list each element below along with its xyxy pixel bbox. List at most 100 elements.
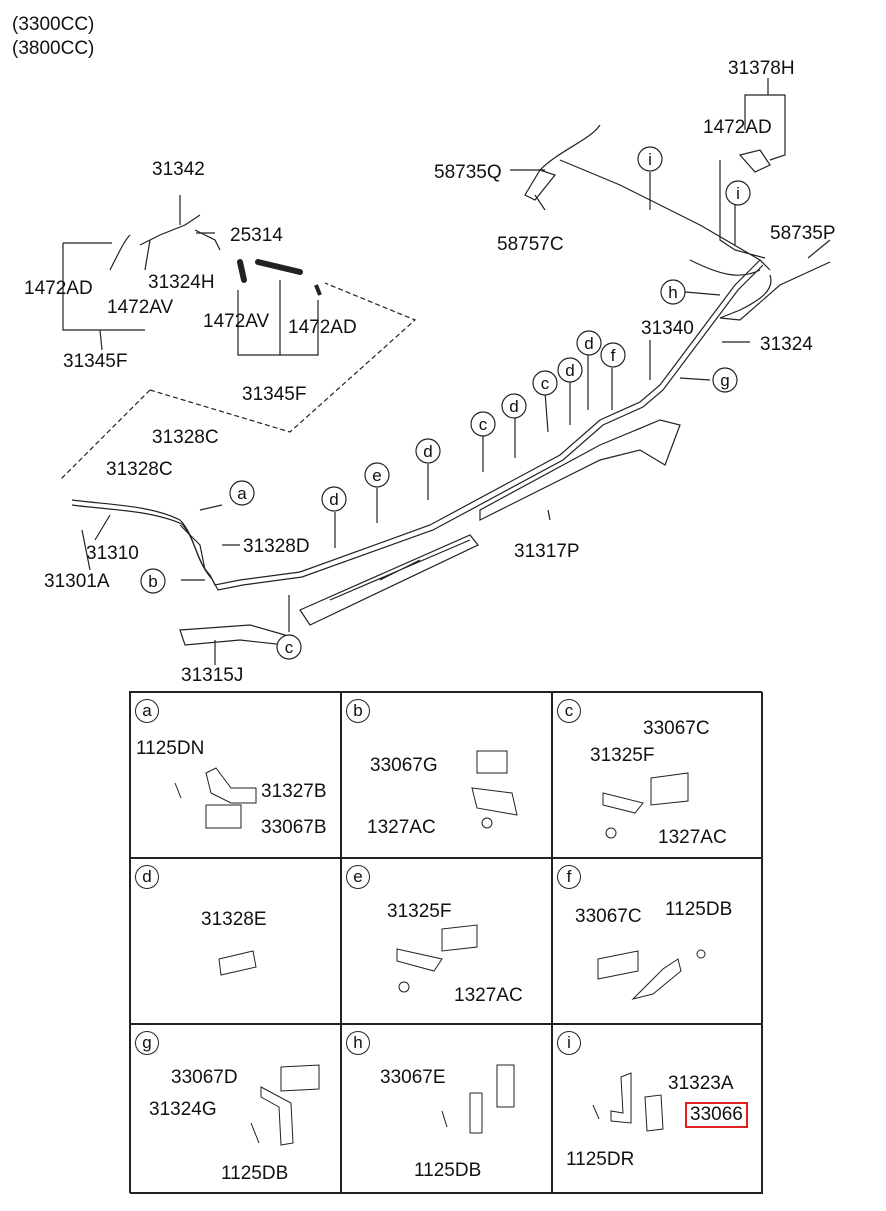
bracket-31315J bbox=[179, 624, 286, 646]
part-33067B: 33067B bbox=[261, 817, 327, 838]
part-33067C-c: 33067C bbox=[643, 718, 710, 739]
engine-label-3300: (3300CC) bbox=[12, 14, 95, 35]
callout-leaders bbox=[181, 172, 736, 632]
part-31328E: 31328E bbox=[201, 909, 267, 930]
part-31301A: 31301A bbox=[44, 571, 110, 592]
cell-art-a bbox=[174, 767, 257, 829]
callout-d-3: d bbox=[509, 397, 518, 416]
part-1472AD-mid: 1472AD bbox=[288, 317, 357, 338]
part-31317P: 31317P bbox=[514, 541, 580, 562]
cell-tag-e: e bbox=[346, 865, 370, 889]
cell-art-g bbox=[250, 1064, 320, 1146]
detail-cell-a: a 1125DN 31327B 33067B bbox=[130, 692, 341, 858]
part-1327AC-e: 1327AC bbox=[454, 985, 523, 1006]
leader-31378H bbox=[744, 78, 786, 161]
part-58735Q: 58735Q bbox=[434, 162, 502, 183]
part-31328D: 31328D bbox=[243, 536, 310, 557]
callout-e: e bbox=[372, 466, 381, 485]
cell-tag-d: d bbox=[135, 865, 159, 889]
part-1125DB-g: 1125DB bbox=[221, 1163, 289, 1184]
part-1472AV-mid: 1472AV bbox=[203, 311, 270, 332]
callout-b: b bbox=[148, 572, 157, 591]
hose-31345F-mid bbox=[237, 259, 303, 283]
callout-d-2: d bbox=[565, 361, 574, 380]
part-1125DN: 1125DN bbox=[136, 738, 205, 759]
cell-art-e bbox=[396, 924, 478, 993]
part-33066-highlighted[interactable]: 33066 bbox=[685, 1102, 748, 1128]
fuel-line-main-2 bbox=[71, 264, 764, 591]
bracket-31317P-front bbox=[299, 534, 479, 626]
part-58757C: 58757C bbox=[497, 234, 564, 255]
detail-cell-h: h 33067E 1125DB bbox=[341, 1024, 552, 1194]
cell-art-f bbox=[597, 949, 706, 1000]
part-31328C-b: 31328C bbox=[106, 459, 173, 480]
cell-tag-f: f bbox=[557, 865, 581, 889]
detail-cell-b: b 33067G 1327AC bbox=[341, 692, 552, 858]
leader-lines bbox=[62, 169, 831, 665]
part-1472AV-left: 1472AV bbox=[107, 297, 174, 318]
part-31328C-a: 31328C bbox=[152, 427, 219, 448]
detail-cell-d: d 31328E bbox=[130, 858, 341, 1024]
hose-31345F-left bbox=[109, 214, 221, 271]
cell-art-i bbox=[592, 1072, 664, 1132]
part-1125DR: 1125DR bbox=[566, 1149, 635, 1170]
detail-cell-c: c 33067C 31325F 1327AC bbox=[552, 692, 763, 858]
part-25314: 25314 bbox=[230, 225, 283, 246]
part-1125DB-f: 1125DB bbox=[665, 899, 733, 920]
cell-tag-a: a bbox=[135, 699, 159, 723]
cell-tag-g: g bbox=[135, 1031, 159, 1055]
part-33067G: 33067G bbox=[370, 755, 438, 776]
part-31324H: 31324H bbox=[148, 272, 215, 293]
callout-g: g bbox=[720, 371, 729, 390]
cell-art-d bbox=[218, 950, 257, 976]
callout-i-1: i bbox=[648, 150, 652, 169]
part-33067D: 33067D bbox=[171, 1067, 238, 1088]
part-31345F-left: 31345F bbox=[63, 351, 127, 372]
bracket-31317P-rear bbox=[479, 419, 681, 521]
callout-c-2: c bbox=[479, 415, 488, 434]
part-31310: 31310 bbox=[86, 543, 139, 564]
part-1327AC-b: 1327AC bbox=[367, 817, 436, 838]
part-31325F-e: 31325F bbox=[387, 901, 452, 922]
callout-d-4: d bbox=[423, 442, 432, 461]
clamp-1472AD-mid bbox=[314, 284, 322, 296]
callout-f: f bbox=[611, 346, 616, 365]
part-58735P: 58735P bbox=[770, 223, 836, 244]
cell-tag-b: b bbox=[346, 699, 370, 723]
cell-art-b bbox=[471, 750, 518, 829]
part-1472AD-top: 1472AD bbox=[703, 117, 772, 138]
cell-tag-h: h bbox=[346, 1031, 370, 1055]
part-1472AD-left: 1472AD bbox=[24, 278, 93, 299]
dashed-boundary bbox=[59, 282, 417, 481]
part-31324G: 31324G bbox=[149, 1099, 217, 1120]
bracket-58757C bbox=[524, 169, 557, 201]
part-1327AC-c: 1327AC bbox=[658, 827, 727, 848]
part-31325F-c: 31325F bbox=[590, 745, 655, 766]
part-1125DB-h: 1125DB bbox=[414, 1160, 482, 1181]
callout-c-3: c bbox=[285, 638, 294, 657]
part-31342: 31342 bbox=[152, 159, 205, 180]
fuel-line-connector bbox=[179, 524, 206, 571]
fuel-line-rear bbox=[539, 124, 831, 321]
cell-art-c bbox=[602, 772, 689, 839]
cell-tag-i: i bbox=[557, 1031, 581, 1055]
callout-d-5: d bbox=[329, 490, 338, 509]
part-31324: 31324 bbox=[760, 334, 813, 355]
part-33067C-f: 33067C bbox=[575, 906, 642, 927]
fuel-line-diagram: i i h g f d d c d c d e d a b c 31378H 1… bbox=[24, 58, 836, 686]
part-33067E: 33067E bbox=[380, 1067, 446, 1088]
part-31340: 31340 bbox=[641, 318, 694, 339]
detail-cell-e: e 31325F 1327AC bbox=[341, 858, 552, 1024]
part-31323A: 31323A bbox=[668, 1073, 734, 1094]
detail-grid: a 1125DN 31327B 33067B b 33067G 1327AC c… bbox=[129, 691, 763, 1194]
cell-art-h bbox=[441, 1064, 515, 1134]
callout-h: h bbox=[668, 283, 677, 302]
detail-cell-g: g 33067D 31324G 1125DB bbox=[130, 1024, 341, 1194]
detail-cell-f: f 33067C 1125DB bbox=[552, 858, 763, 1024]
callout-c-1: c bbox=[541, 374, 550, 393]
callout-a: a bbox=[237, 484, 247, 503]
engine-label-3800: (3800CC) bbox=[12, 38, 95, 59]
clip-1472AD bbox=[738, 149, 771, 173]
part-31315J: 31315J bbox=[181, 665, 243, 686]
part-31327B: 31327B bbox=[261, 781, 327, 802]
